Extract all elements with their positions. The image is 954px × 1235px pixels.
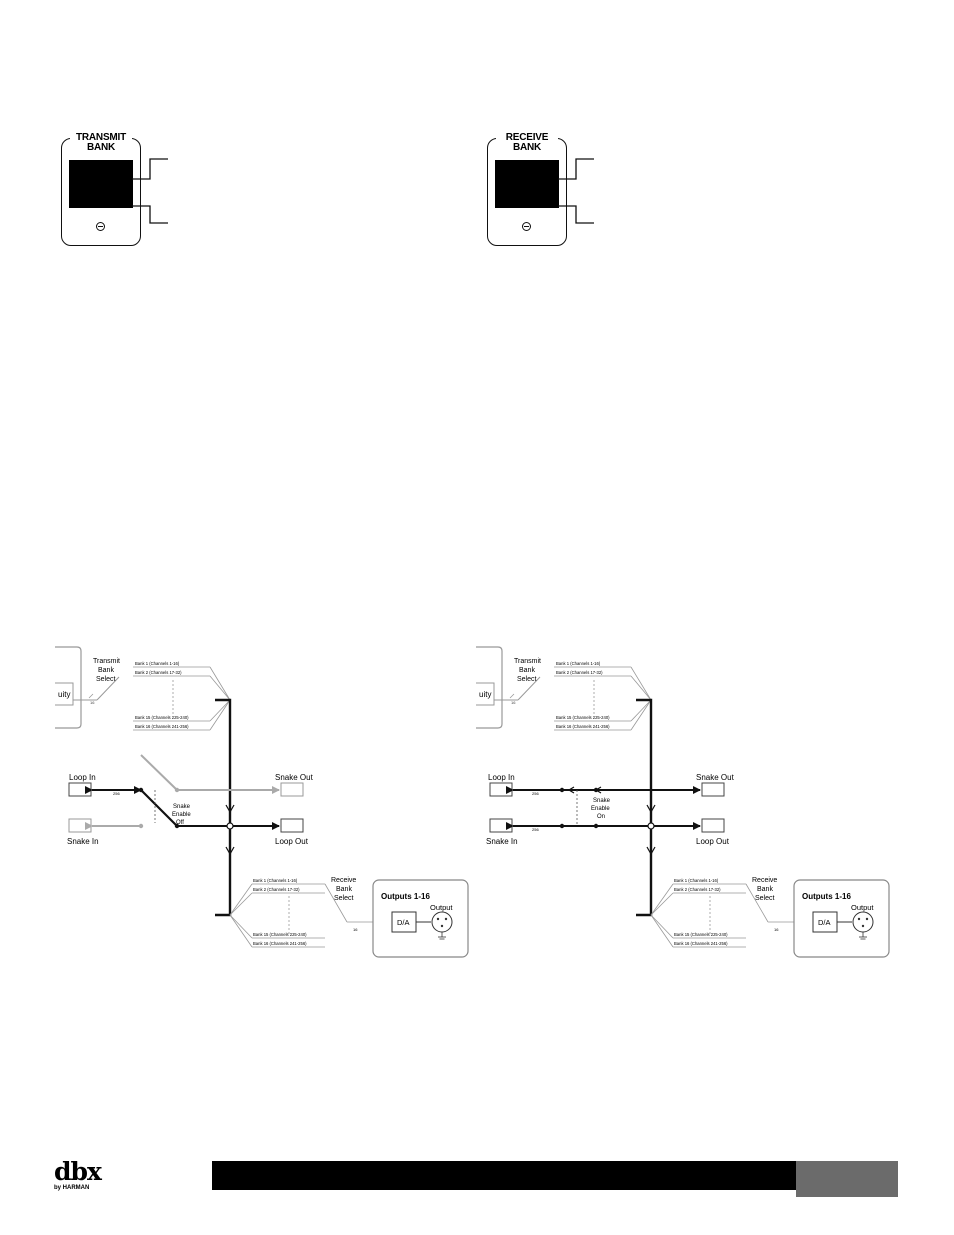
receive-bank-title: RECEIVE BANK xyxy=(496,133,558,153)
snake-enable-label-3: On xyxy=(597,814,605,820)
transmit-bank-frame: TRANSMIT BANK xyxy=(61,133,141,246)
receive-select-label-1: Receive xyxy=(752,877,777,884)
transmit-bank-title-line2: BANK xyxy=(86,142,116,153)
transmit-bank-display xyxy=(69,160,133,208)
snake-out-label: Snake Out xyxy=(696,773,735,782)
transmit-select-label-2: Bank xyxy=(98,667,114,674)
snake-in-jack xyxy=(489,818,513,833)
transmit-select-label-1: Transmit xyxy=(514,658,541,665)
dbx-logo-wordmark: dbx xyxy=(54,1157,102,1186)
signal-flow-diagram-snake-on: uity 16 Transmit Bank Select Bank 1 (Cha… xyxy=(476,646,890,958)
wire-label-16b: 16 xyxy=(774,927,779,932)
loop-in-label: Loop In xyxy=(488,773,515,782)
transmit-select-label-1: Transmit xyxy=(93,658,120,665)
receive-bank-leader-lines xyxy=(558,158,594,224)
rx-bank-label-15: Bank 15 (Channels 225-240) xyxy=(253,932,307,937)
rx-bank-label-2: Bank 2 (Channels 17-32) xyxy=(674,887,721,892)
input-module-frame xyxy=(55,646,82,729)
da-label: D/A xyxy=(397,918,410,927)
loop-in-label: Loop In xyxy=(69,773,96,782)
transmit-bank-selector-knob[interactable] xyxy=(96,222,105,231)
outputs-title: Outputs 1-16 xyxy=(802,892,851,901)
receive-select-label-1: Receive xyxy=(331,877,356,884)
transmit-select-label-2: Bank xyxy=(519,667,535,674)
transmit-bank-leader-lines xyxy=(132,158,168,224)
outputs-module xyxy=(372,879,469,958)
receive-bank-title-line2: BANK xyxy=(512,142,542,153)
wire-label-16a: 16 xyxy=(511,700,516,705)
input-module-frame xyxy=(476,646,503,729)
main-bus xyxy=(215,698,232,917)
xlr-output-connector xyxy=(852,911,874,933)
footer-bar xyxy=(212,1161,796,1190)
rx-bank-label-16: Bank 16 (Channels 241-256) xyxy=(674,941,728,946)
wire-label-16b: 16 xyxy=(353,927,358,932)
tx-bank-label-15: Bank 15 (Channels 225-240) xyxy=(135,715,189,720)
rx-bank-label-1: Bank 1 (Channels 1-16) xyxy=(253,878,298,883)
wire-label-256: 256 xyxy=(113,791,120,796)
footer-page-tab xyxy=(796,1161,898,1197)
loop-out-jack xyxy=(280,818,304,833)
tx-bank-label-2: Bank 2 (Channels 17-32) xyxy=(135,670,182,675)
wire-label-256a: 256 xyxy=(532,791,539,796)
input-module-text: uity xyxy=(58,690,70,699)
dbx-logo-subtitle: by HARMAN xyxy=(54,1185,90,1191)
receive-bank-selector-knob[interactable] xyxy=(522,222,531,231)
main-bus xyxy=(636,698,653,917)
rx-bank-label-16: Bank 16 (Channels 241-256) xyxy=(253,941,307,946)
snake-in-jack xyxy=(68,818,92,833)
tx-bank-label-16: Bank 16 (Channels 241-256) xyxy=(135,724,189,729)
receive-select-label-2: Bank xyxy=(336,886,352,893)
tx-bank-label-15: Bank 15 (Channels 225-240) xyxy=(556,715,610,720)
rx-bank-label-1: Bank 1 (Channels 1-16) xyxy=(674,878,719,883)
input-module-text: uity xyxy=(479,690,491,699)
dbx-logo: dbx by HARMAN xyxy=(54,1157,114,1200)
rx-bank-label-2: Bank 2 (Channels 17-32) xyxy=(253,887,300,892)
tx-bank-label-16: Bank 16 (Channels 241-256) xyxy=(556,724,610,729)
snake-out-jack xyxy=(280,782,304,797)
snake-enable-label-2: Enable xyxy=(172,812,191,818)
output-label: Output xyxy=(430,903,453,912)
outputs-module xyxy=(793,879,890,958)
snake-enable-label-3: Off xyxy=(176,820,184,826)
loop-out-label: Loop Out xyxy=(696,837,730,846)
snake-enable-label-2: Enable xyxy=(591,806,610,812)
tx-bank-label-1: Bank 1 (Channels 1-16) xyxy=(135,661,180,666)
output-label: Output xyxy=(851,903,874,912)
snake-enable-label-1: Snake xyxy=(593,798,611,804)
snake-out-label: Snake Out xyxy=(275,773,314,782)
transmit-bank-title-line1: TRANSMIT xyxy=(75,132,127,143)
transmit-select-label-3: Select xyxy=(96,676,116,683)
wire-label-16a: 16 xyxy=(90,700,95,705)
transmit-select-label-3: Select xyxy=(517,676,537,683)
transmit-bank-title: TRANSMIT BANK xyxy=(70,133,132,153)
receive-bank-title-line1: RECEIVE xyxy=(505,132,549,143)
loop-in-jack xyxy=(489,782,513,797)
xlr-output-connector xyxy=(431,911,453,933)
receive-select-label-2: Bank xyxy=(757,886,773,893)
loop-out-label: Loop Out xyxy=(275,837,309,846)
snake-in-label: Snake In xyxy=(67,837,99,846)
receive-select-label-3: Select xyxy=(755,895,775,902)
wire-label-256b: 256 xyxy=(532,827,539,832)
rx-bank-label-15: Bank 15 (Channels 225-240) xyxy=(674,932,728,937)
receive-select-label-3: Select xyxy=(334,895,354,902)
tx-bank-label-2: Bank 2 (Channels 17-32) xyxy=(556,670,603,675)
snake-in-label: Snake In xyxy=(486,837,518,846)
da-label: D/A xyxy=(818,918,831,927)
snake-out-jack xyxy=(701,782,725,797)
loop-out-jack xyxy=(701,818,725,833)
snake-enable-label-1: Snake xyxy=(173,804,191,810)
signal-flow-diagram-snake-off: uity 16 Transmit Bank Select Bank 1 (Cha… xyxy=(55,646,469,958)
outputs-title: Outputs 1-16 xyxy=(381,892,430,901)
tx-bank-label-1: Bank 1 (Channels 1-16) xyxy=(556,661,601,666)
loop-in-jack xyxy=(68,782,92,797)
receive-bank-display xyxy=(495,160,559,208)
receive-bank-frame: RECEIVE BANK xyxy=(487,133,567,246)
